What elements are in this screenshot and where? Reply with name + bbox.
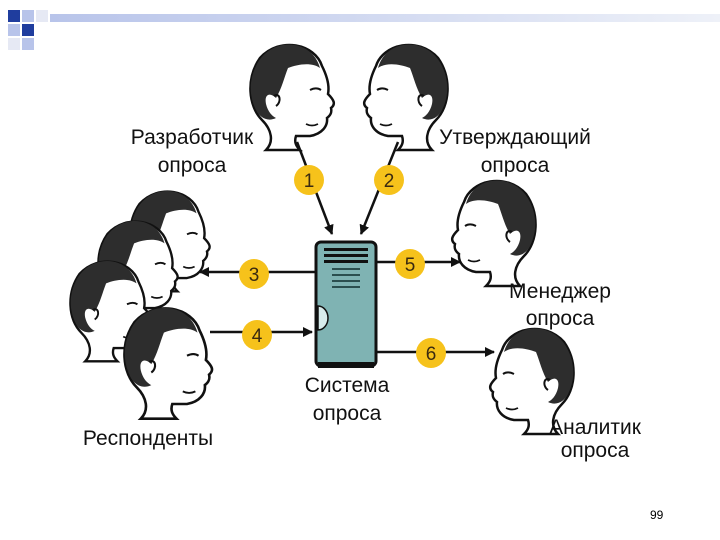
- corner-square-1: [8, 10, 20, 22]
- corner-square-6: [8, 38, 20, 50]
- corner-square-3: [36, 10, 48, 22]
- page-number: 99: [650, 508, 664, 522]
- system-label-line2: опроса: [313, 402, 382, 425]
- developer-person-icon: [249, 43, 336, 152]
- approver-person-icon: [364, 44, 447, 150]
- top-band: [50, 14, 720, 22]
- corner-square-5: [22, 24, 34, 36]
- step-badge-2: 2: [374, 165, 404, 195]
- manager-label-line1: Менеджер: [509, 280, 611, 303]
- step-badge-1: 1: [294, 165, 324, 195]
- step-number-2: 2: [384, 171, 395, 192]
- step-number-1: 1: [304, 171, 315, 192]
- approver-label-line2: опроса: [481, 154, 550, 177]
- corner-square-7: [22, 38, 34, 50]
- analyst-label-line2: опроса: [561, 439, 630, 462]
- step-badge-4: 4: [242, 320, 272, 350]
- corner-square-2: [22, 10, 34, 22]
- step-badge-6: 6: [416, 338, 446, 368]
- step-badge-3: 3: [239, 259, 269, 289]
- developer-label-line2: опроса: [158, 154, 227, 177]
- analyst-label-line1: Аналитик: [549, 416, 642, 439]
- corner-square-4: [8, 24, 20, 36]
- manager-person-icon: [452, 180, 535, 286]
- step-number-6: 6: [426, 344, 437, 365]
- step-badge-5: 5: [395, 249, 425, 279]
- developer-label-line1: Разработчик: [131, 126, 254, 149]
- step-number-3: 3: [249, 265, 260, 286]
- approver-label-line1: Утверждающий: [439, 126, 591, 149]
- server-tower-icon: [314, 240, 378, 368]
- step-number-5: 5: [405, 255, 416, 276]
- respondents-label: Респонденты: [83, 427, 213, 450]
- step-number-4: 4: [252, 326, 263, 347]
- manager-label-line2: опроса: [526, 307, 595, 330]
- system-label-line1: Система: [305, 374, 390, 397]
- respondents-person-icon-4: [123, 306, 214, 421]
